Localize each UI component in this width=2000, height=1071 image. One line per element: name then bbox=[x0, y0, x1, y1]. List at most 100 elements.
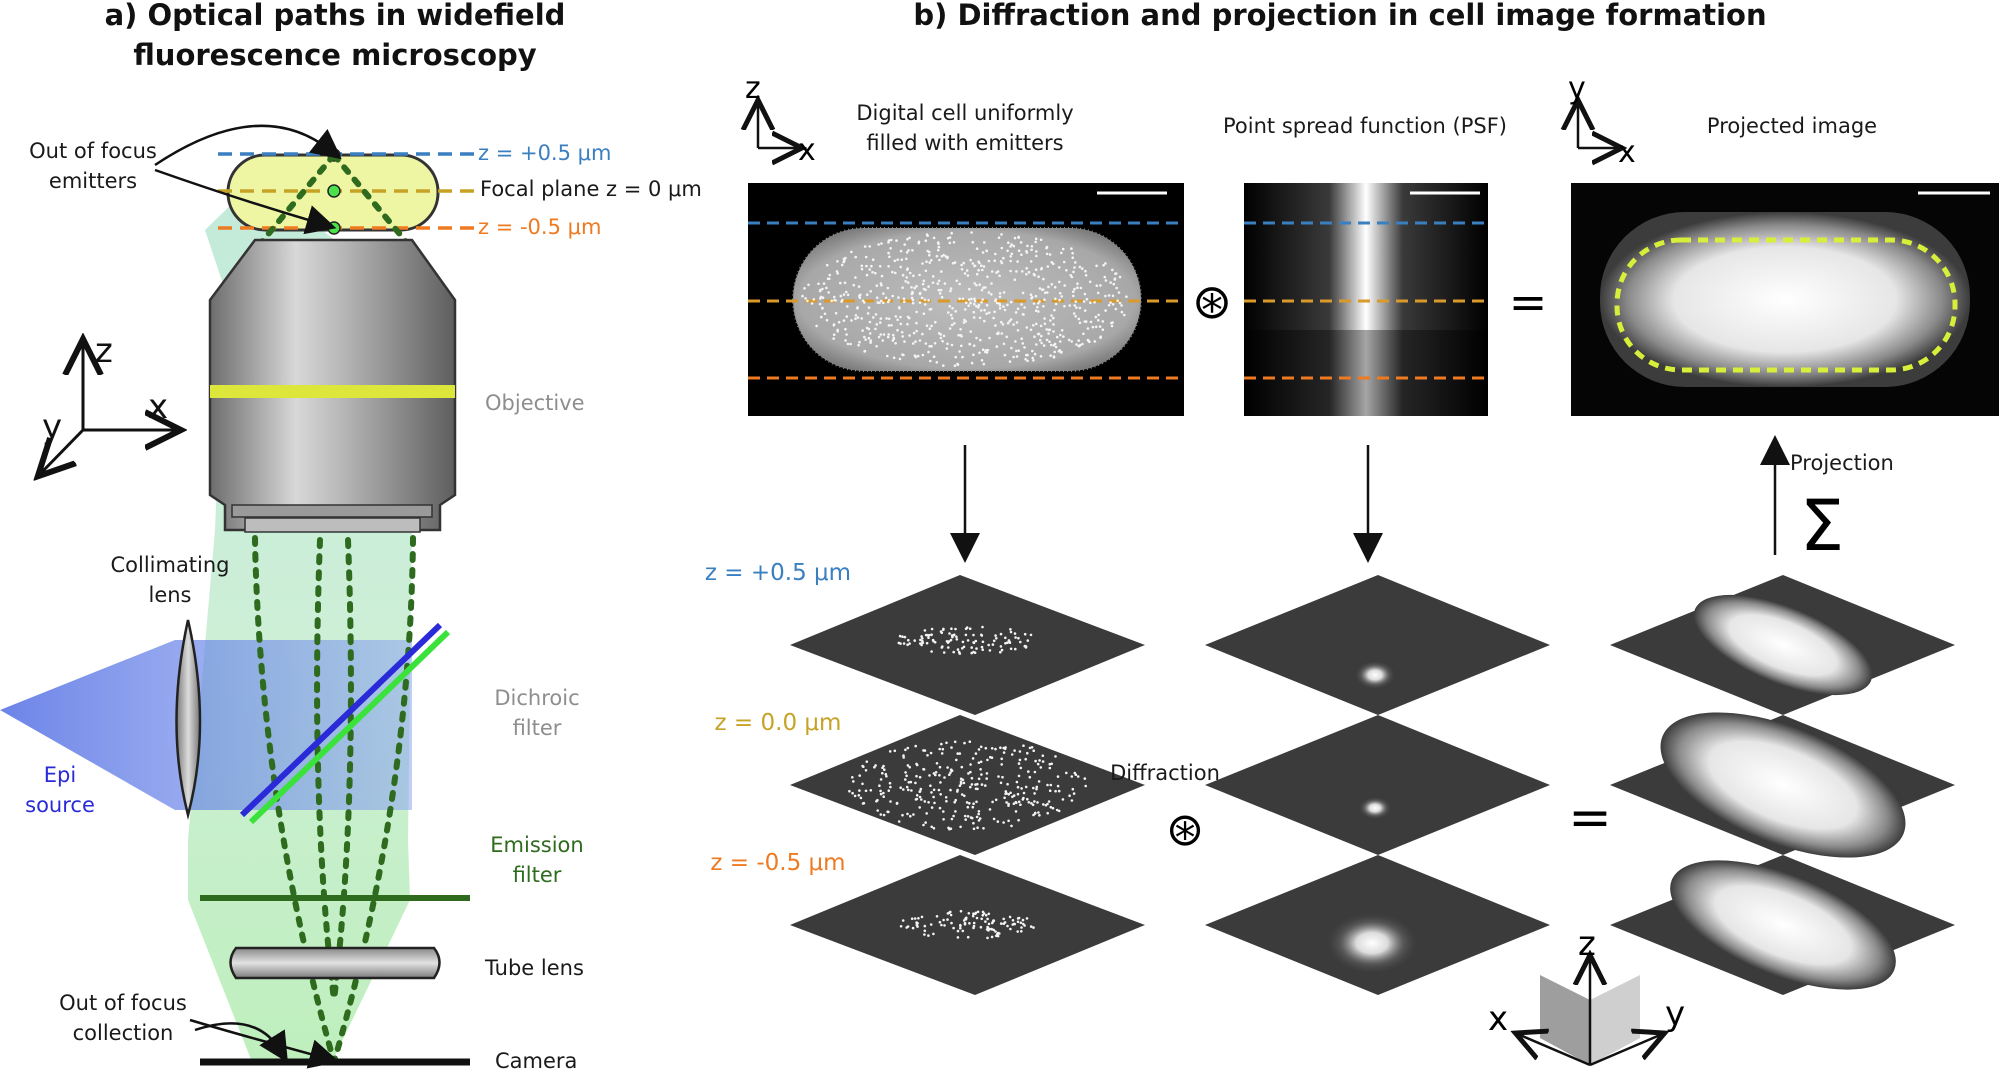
emitter-speckle bbox=[972, 641, 975, 644]
emitter-speckle bbox=[859, 294, 862, 297]
emitter-speckle bbox=[863, 336, 866, 339]
emitter-speckle bbox=[1055, 346, 1058, 349]
emitter-speckle bbox=[1030, 802, 1033, 805]
emitter-speckle bbox=[972, 912, 975, 915]
emitter-speckle bbox=[1058, 299, 1061, 302]
emitter-speckle bbox=[1017, 308, 1020, 311]
emitter-speckle bbox=[949, 911, 952, 914]
emitter-speckle bbox=[982, 827, 985, 830]
emitter-speckle bbox=[868, 245, 871, 248]
emitter-speckle bbox=[916, 924, 919, 927]
emitter-speckle bbox=[922, 749, 925, 752]
emitter-speckle bbox=[900, 323, 903, 326]
emitter-speckle bbox=[938, 280, 941, 283]
emitter-speckle bbox=[1059, 334, 1062, 337]
emitter-speckle bbox=[1010, 347, 1013, 350]
emitter-speckle bbox=[875, 345, 878, 348]
emitter-speckle bbox=[1019, 750, 1022, 753]
emitter-speckle bbox=[819, 303, 822, 306]
label-tube-lens: Tube lens bbox=[484, 956, 584, 980]
emitter-speckle bbox=[885, 775, 888, 778]
emitter-speckle bbox=[868, 268, 871, 271]
emitter-speckle bbox=[861, 265, 864, 268]
psf-slice-stack bbox=[1205, 575, 1550, 995]
emitter-speckle bbox=[950, 914, 953, 917]
emitter-speckle bbox=[1002, 918, 1005, 921]
emitter-speckle bbox=[918, 806, 921, 809]
label-dichroic-2: filter bbox=[513, 716, 562, 740]
emitter-speckle bbox=[953, 801, 956, 804]
label-z-plus: z = +0.5 μm bbox=[478, 141, 611, 165]
emitter-speckle bbox=[975, 752, 978, 755]
emitter-speckle bbox=[976, 816, 979, 819]
emitter-speckle bbox=[1115, 287, 1118, 290]
emitter-speckle bbox=[875, 313, 878, 316]
emitter-speckle bbox=[833, 333, 836, 336]
emitter-speckle bbox=[1125, 295, 1128, 298]
emitter-speckle bbox=[1049, 789, 1052, 792]
emitter-speckle bbox=[1007, 820, 1010, 823]
emitter-speckle bbox=[947, 912, 950, 915]
emitter-speckle bbox=[970, 231, 973, 234]
psf-lower-shade bbox=[1244, 330, 1488, 416]
emitter-speckle bbox=[937, 243, 940, 246]
emitter-speckle bbox=[953, 634, 956, 637]
emitter-speckle bbox=[912, 302, 915, 305]
emitter-speckle bbox=[1032, 324, 1035, 327]
emitter-speckle bbox=[891, 271, 894, 274]
emitter-speckle bbox=[882, 795, 885, 798]
emitter-speckle bbox=[1049, 354, 1052, 357]
emitter-speckle bbox=[1003, 751, 1006, 754]
emitter-speckle bbox=[1032, 926, 1035, 929]
emitter-speckle bbox=[948, 632, 951, 635]
emitter-speckle bbox=[914, 782, 917, 785]
emitter-speckle bbox=[1093, 301, 1096, 304]
emitter-speckle bbox=[895, 239, 898, 242]
emitter-speckle bbox=[965, 634, 968, 637]
emitter-speckle bbox=[985, 777, 988, 780]
emitter-speckle bbox=[903, 297, 906, 300]
emitter-speckle bbox=[1034, 353, 1037, 356]
emitter-speckle bbox=[912, 275, 915, 278]
emitter-speckle bbox=[1011, 253, 1014, 256]
axis3d-y-label: y bbox=[1665, 994, 1685, 1034]
emitter-speckle bbox=[1096, 284, 1099, 287]
emitter-speckle bbox=[944, 282, 947, 285]
emitter-speckle bbox=[1109, 281, 1112, 284]
emitter-speckle bbox=[1058, 281, 1061, 284]
emitter-speckle bbox=[927, 934, 930, 937]
emitter-speckle bbox=[982, 641, 985, 644]
emitter-speckle bbox=[1043, 344, 1046, 347]
emitter-speckle bbox=[993, 818, 996, 821]
emitter-speckle bbox=[998, 236, 1001, 239]
emitter-speckle bbox=[879, 790, 882, 793]
panel-a-title-line2: fluorescence microscopy bbox=[133, 38, 536, 72]
emitter-speckle bbox=[879, 265, 882, 268]
emitter-speckle bbox=[893, 337, 896, 340]
emitter-speckle bbox=[916, 798, 919, 801]
emitter-speckle bbox=[982, 251, 985, 254]
emitter-speckle bbox=[1065, 772, 1068, 775]
emitter-speckle bbox=[1022, 292, 1025, 295]
emitter-speckle bbox=[879, 333, 882, 336]
emitter-speckle bbox=[976, 783, 979, 786]
emitter-speckle bbox=[1104, 276, 1107, 279]
emitter-speckle bbox=[969, 343, 972, 346]
emitter-speckle bbox=[945, 796, 948, 799]
emitter-speckle bbox=[933, 802, 936, 805]
emitter-speckle bbox=[1028, 271, 1031, 274]
emitter-speckle bbox=[929, 327, 932, 330]
emitter-speckle bbox=[1002, 305, 1005, 308]
emitter-speckle bbox=[865, 769, 868, 772]
emitter-speckle bbox=[1030, 260, 1033, 263]
emitter-speckle bbox=[961, 766, 964, 769]
emitter-speckle bbox=[932, 275, 935, 278]
emitter-speckle bbox=[922, 283, 925, 286]
emitter-speckle bbox=[928, 774, 931, 777]
emitter-speckle bbox=[1040, 342, 1043, 345]
emitter-speckle bbox=[963, 782, 966, 785]
emitter-speckle bbox=[1020, 337, 1023, 340]
emitter-speckle bbox=[983, 309, 986, 312]
emitter-speckle bbox=[1092, 326, 1095, 329]
emitter-speckle bbox=[861, 329, 864, 332]
